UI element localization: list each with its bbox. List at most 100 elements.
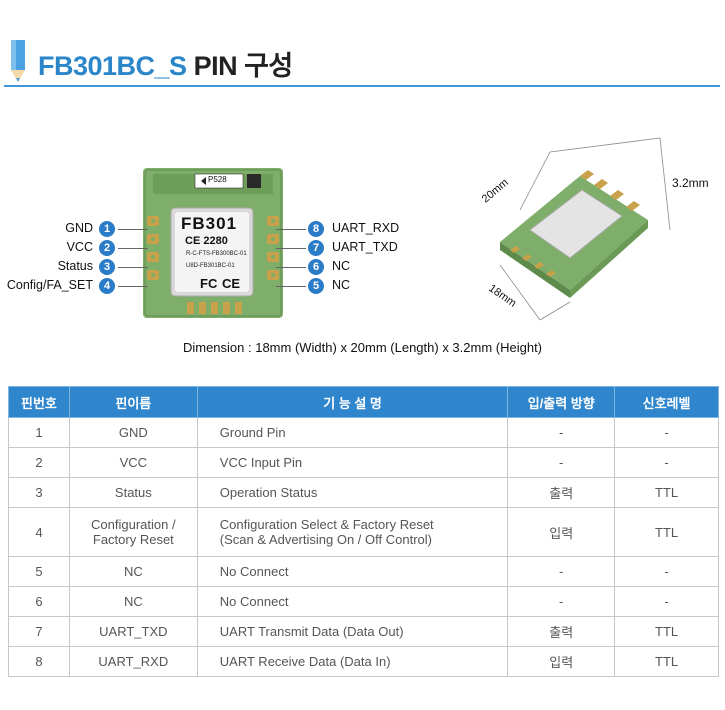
cell-direction: - (507, 417, 616, 448)
cell-description: UART Receive Data (Data In) (196, 646, 509, 677)
right-pin-label: UART_RXD (332, 221, 400, 235)
cell-name-text: UART_RXD (98, 654, 169, 669)
cell-description: VCC Input Pin (196, 447, 509, 478)
cell-description: Operation Status (196, 477, 509, 508)
cell-description: Ground Pin (196, 417, 509, 448)
cell-level-text: - (664, 594, 669, 609)
cell-number: 3 (8, 477, 70, 508)
cell-number: 4 (8, 507, 70, 557)
cell-name: UART_RXD (68, 646, 198, 677)
pin-number-badge: 2 (99, 240, 115, 256)
chip-label: P528 (208, 175, 227, 184)
cell-direction: 입력 (507, 646, 616, 677)
pencil-icon (11, 40, 25, 82)
cell-number-text: 6 (35, 594, 43, 609)
left-pin-label: VCC (66, 240, 93, 254)
table-row: 6 NC No Connect - - (8, 586, 719, 617)
cell-direction: - (507, 556, 616, 587)
cell-level-text: - (664, 564, 669, 579)
cell-direction: - (507, 586, 616, 617)
pin-number-badge: 7 (308, 240, 324, 256)
title-main: FB301BC_S (38, 51, 187, 81)
cell-name: VCC (68, 447, 198, 478)
cell-name-text-line2: Factory Reset (92, 532, 174, 547)
module-ce-code: CE 2280 (185, 235, 228, 247)
cell-description-text: No Connect (219, 594, 289, 609)
col-header-level: 신호레벨 (614, 386, 719, 418)
cell-number: 6 (8, 586, 70, 617)
col-header-description: 기 능 설 명 (196, 386, 509, 418)
pin-table-body: 1 GND Ground Pin - - 2 VCC VCC Input Pin - - 3 Stat… (8, 417, 719, 677)
cell-level: - (614, 447, 719, 478)
cell-name-text: VCC (119, 455, 148, 470)
cell-level-text: - (664, 455, 669, 470)
title-sub: PIN 구성 (193, 51, 294, 81)
cell-direction-text: 출력 (549, 625, 574, 640)
cell-number-text: 4 (35, 524, 43, 540)
left-pin-label: GND (65, 221, 93, 235)
pin-table: 핀번호 핀이름 기 능 설 명 입/출력 방향 신호레벨 1 GND Ground … (8, 386, 719, 677)
cell-number: 1 (8, 417, 70, 448)
cell-name-text: NC (123, 594, 143, 609)
cell-level: TTL (614, 507, 719, 557)
cell-level: - (614, 556, 719, 587)
cell-description-text: UART Receive Data (Data In) (219, 654, 391, 669)
cell-description-text: Operation Status (219, 485, 318, 500)
dimension-text: Dimension : 18mm (Width) x 20mm (Length)… (182, 340, 543, 355)
cell-description-text-line2: (Scan & Advertising On / Off Control) (219, 532, 432, 547)
cell-name: NC (68, 586, 198, 617)
cell-description: No Connect (196, 556, 509, 587)
cell-name-text: Configuration / (91, 517, 176, 532)
cell-name-text: GND (118, 425, 148, 440)
pin-number-badge: 6 (308, 259, 324, 275)
pin-leader-line (276, 248, 306, 249)
cell-number-text: 7 (35, 624, 43, 639)
col-header-number: 핀번호 (8, 386, 70, 418)
cell-level-text: TTL (655, 524, 679, 540)
pin-number-badge: 4 (99, 278, 115, 294)
module-model: FB301 (181, 214, 238, 233)
module-iso-view (499, 137, 671, 321)
cell-number: 7 (8, 616, 70, 647)
cell-description-text: UART Transmit Data (Data Out) (219, 624, 404, 639)
pin-leader-line (118, 248, 148, 249)
cell-direction-text: - (559, 455, 564, 470)
cell-description: Configuration Select & Factory Reset(Sca… (196, 507, 509, 557)
cell-description: UART Transmit Data (Data Out) (196, 616, 509, 647)
module-top-view (143, 168, 283, 318)
left-pin-label: Config/FA_SET (6, 278, 93, 292)
cell-number-text: 2 (35, 455, 43, 470)
table-row: 7 UART_TXD UART Transmit Data (Data Out) 출력… (8, 616, 719, 647)
cell-description-text: No Connect (219, 564, 289, 579)
pin-leader-line (276, 267, 306, 268)
cell-direction: 입력 (507, 507, 616, 557)
cell-number: 2 (8, 447, 70, 478)
cell-level-text: TTL (655, 654, 679, 669)
cell-direction-text: - (559, 425, 564, 440)
cell-direction: 출력 (507, 616, 616, 647)
pin-leader-line (118, 267, 148, 268)
cell-name-text: Status (114, 485, 152, 500)
cell-level: - (614, 586, 719, 617)
cell-direction-text: 입력 (549, 525, 574, 541)
cell-number-text: 5 (35, 564, 43, 579)
pin-number-badge: 8 (308, 221, 324, 237)
cert-line-1: R-C-FTS-FB300BC-01 (186, 251, 247, 257)
dim-height: 3.2mm (672, 176, 709, 190)
cell-level: - (614, 417, 719, 448)
cell-description-text: Configuration Select & Factory Reset (219, 517, 434, 532)
cell-name: NC (68, 556, 198, 587)
cell-name: Status (68, 477, 198, 508)
table-header-row: 핀번호 핀이름 기 능 설 명 입/출력 방향 신호레벨 (8, 386, 719, 418)
cell-number-text: 3 (35, 485, 43, 500)
cell-number: 8 (8, 646, 70, 677)
col-header-direction: 입/출력 방향 (507, 386, 616, 418)
cell-name-text: UART_TXD (99, 624, 168, 639)
table-row: 8 UART_RXD UART Receive Data (Data In) 입력 TT… (8, 646, 719, 677)
table-row: 2 VCC VCC Input Pin - - (8, 447, 719, 478)
cell-number-text: 1 (35, 425, 43, 440)
title-divider (4, 85, 720, 87)
cell-direction-text: - (559, 564, 564, 579)
col-header-name: 핀이름 (68, 386, 198, 418)
